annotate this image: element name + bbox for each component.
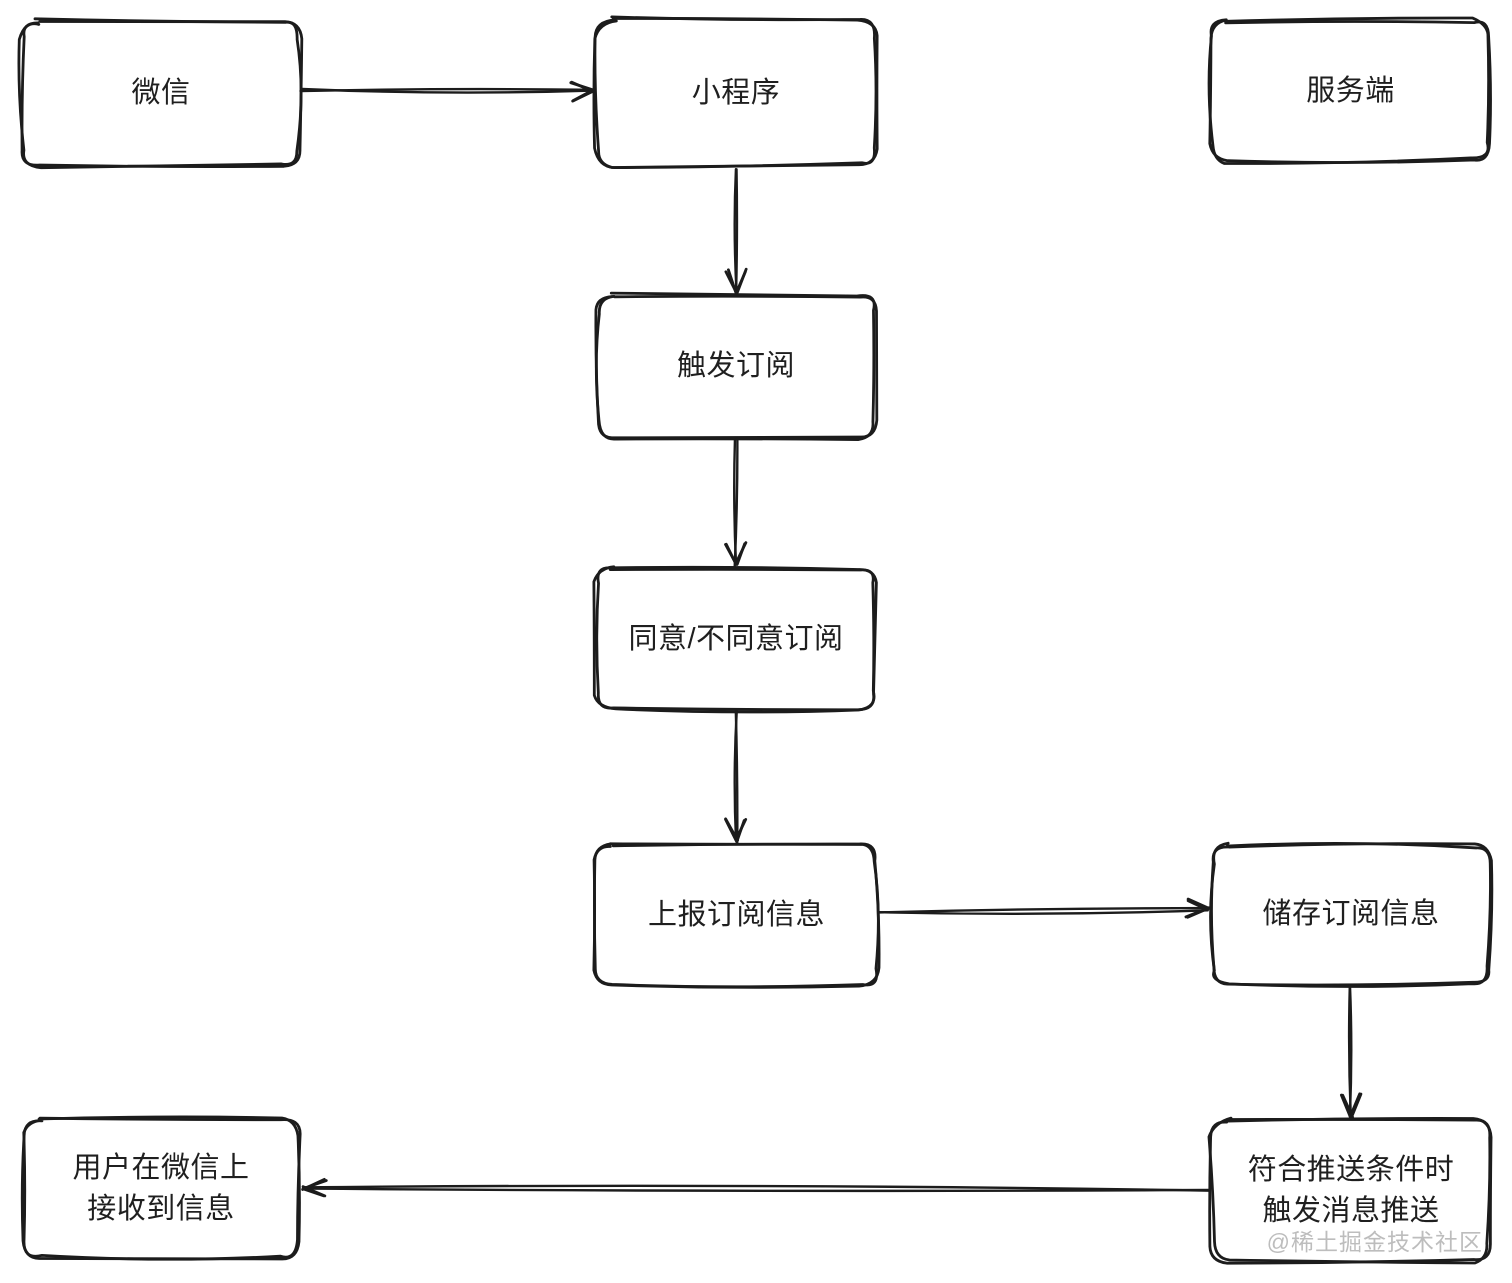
node-store-subscription-info-label: 储存订阅信息 (1262, 898, 1440, 931)
node-report-subscription-info-label: 上报订阅信息 (647, 898, 825, 931)
node-trigger-subscription-label: 触发订阅 (676, 350, 795, 383)
node-server-label: 服务端 (1306, 74, 1395, 107)
node-server: 服务端 (1211, 21, 1490, 161)
node-mini-program-label: 小程序 (691, 76, 781, 109)
node-push-when-condition-met: 符合推送条件时 触发消息推送 (1212, 1120, 1490, 1261)
node-trigger-subscription: 触发订阅 (597, 296, 875, 437)
node-wechat-label: 微信 (131, 77, 191, 110)
node-store-subscription-info: 储存订阅信息 (1212, 845, 1490, 984)
node-user-receives-message-label: 用户在微信上 接收到信息 (72, 1151, 250, 1225)
node-wechat: 微信 (22, 22, 300, 165)
node-user-receives-message: 用户在微信上 接收到信息 (25, 1119, 297, 1258)
watermark: @稀土掘金技术社区 (1266, 1229, 1483, 1255)
node-push-when-condition-met-label: 符合推送条件时 触发消息推送 (1247, 1153, 1455, 1227)
node-agree-or-refuse-subscription: 同意/不同意订阅 (597, 568, 875, 710)
node-report-subscription-info: 上报订阅信息 (596, 845, 877, 985)
node-mini-program: 小程序 (597, 20, 875, 166)
node-agree-or-refuse-subscription-label: 同意/不同意订阅 (628, 622, 844, 655)
